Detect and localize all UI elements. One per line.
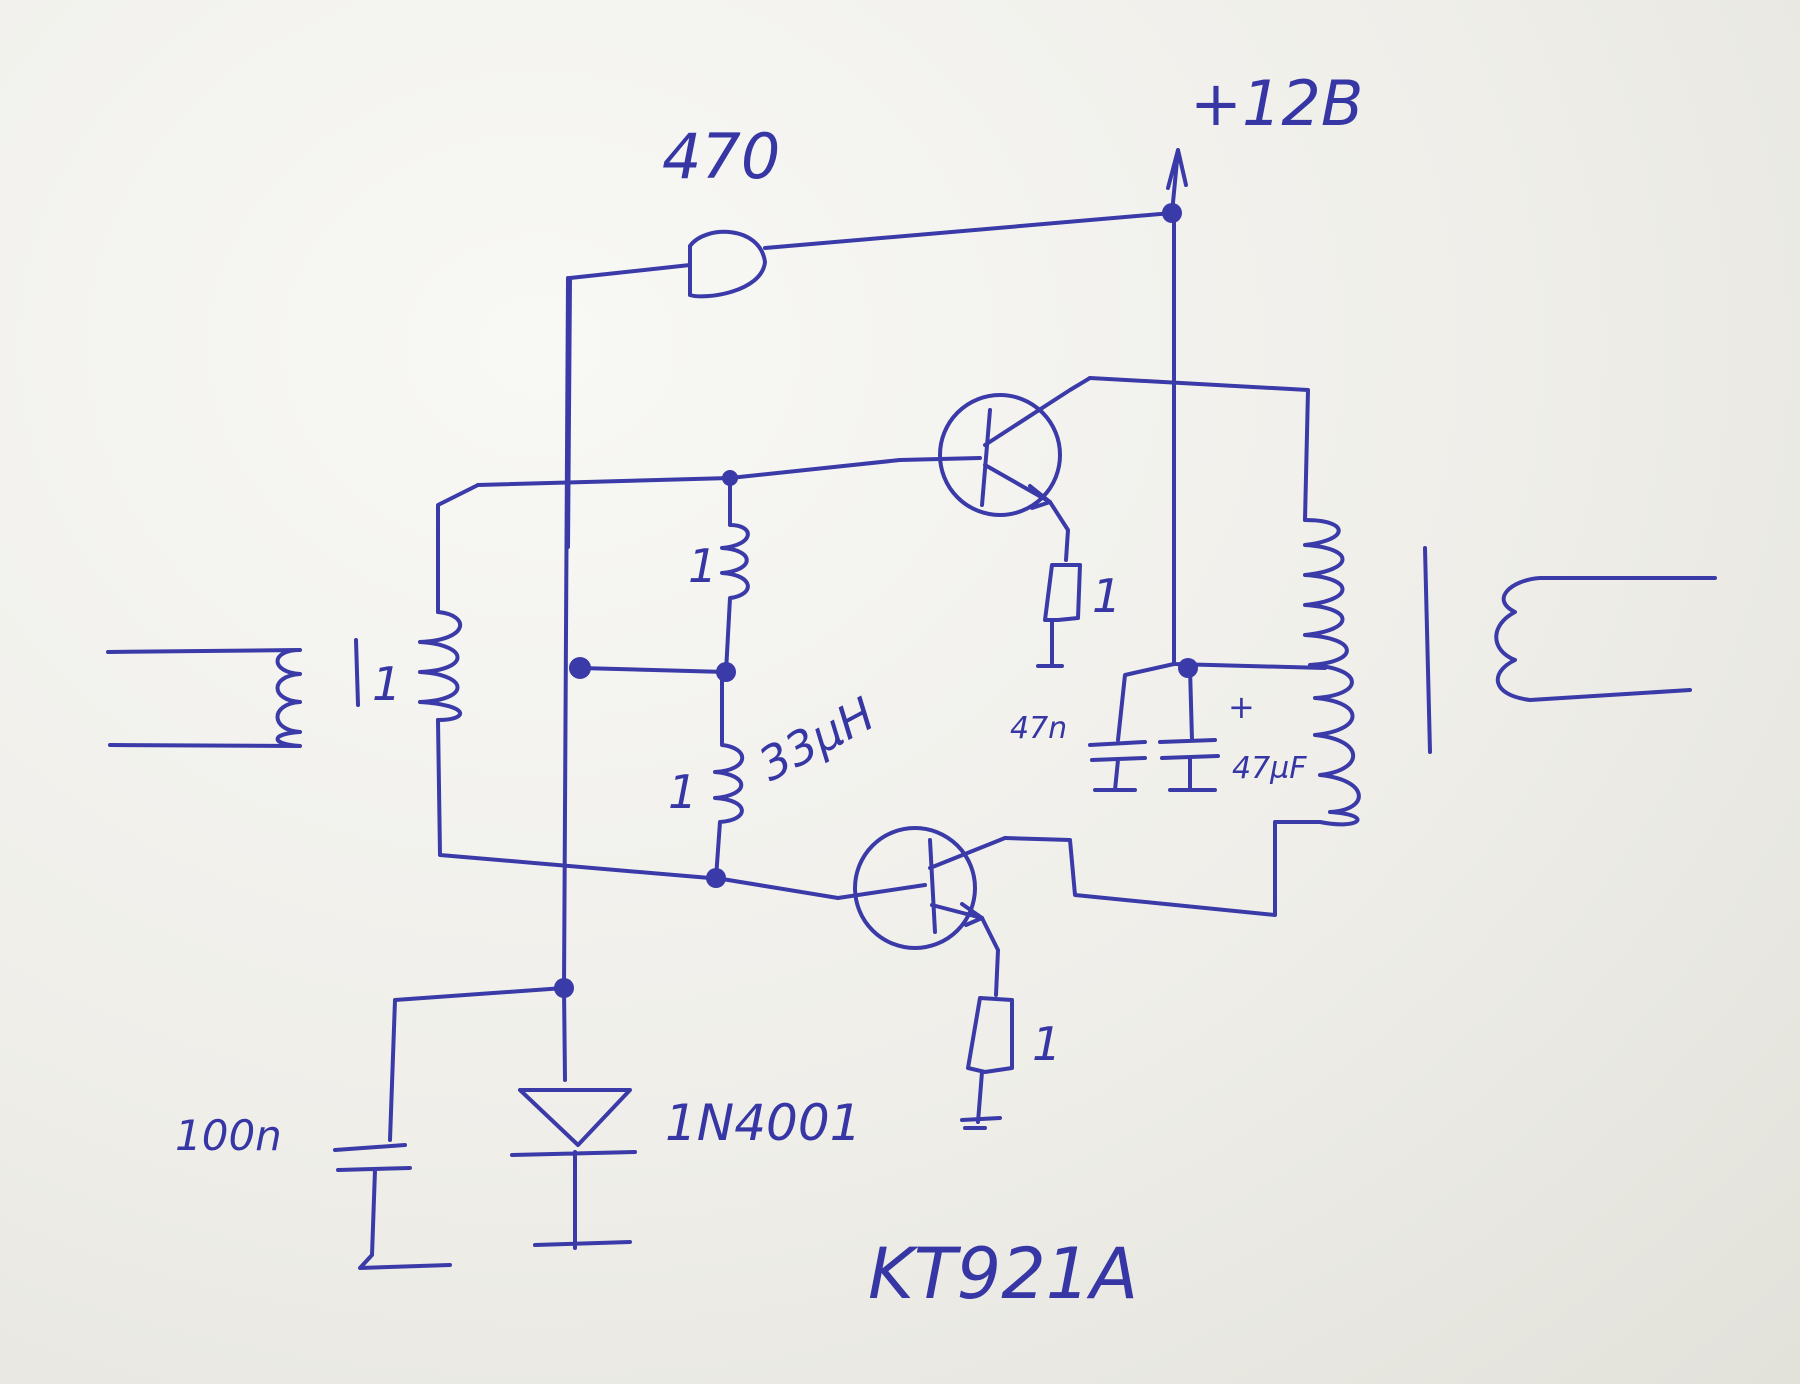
- label-47n: 47n: [1010, 711, 1067, 746]
- label-diode: 1N4001: [665, 1094, 861, 1152]
- label-transistor: KT921A: [868, 1233, 1138, 1315]
- wire-upper-emitter: [1048, 500, 1070, 562]
- junction-bottom: [554, 978, 574, 998]
- input-coil-primary: [106, 648, 302, 748]
- junction-rail: [1178, 658, 1198, 678]
- wire-lower-emitter-gnd: [960, 1070, 1002, 1130]
- label-r-emitter-top: 1: [1092, 569, 1121, 623]
- cap-100n: [333, 1143, 452, 1270]
- junction-coil-center: [716, 662, 736, 682]
- label-100n: 100n: [175, 1111, 282, 1160]
- input-coil-secondary: [418, 610, 463, 722]
- supply-arrow: [1166, 148, 1188, 215]
- cap-47n: [1088, 662, 1176, 792]
- tank-coil: [1003, 518, 1361, 917]
- wire-bias-rail: [562, 276, 570, 990]
- wire-supply-rail: [1172, 213, 1327, 670]
- resistor-lower-emitter: [966, 996, 1014, 1074]
- wire-upper-collector: [1088, 376, 1310, 522]
- label-l-upper: 1: [688, 539, 717, 593]
- inductor-lower: [713, 670, 745, 880]
- diode-1N4001: [510, 1088, 637, 1250]
- label-l-value: 33µH: [750, 687, 883, 792]
- transistor-upper: [938, 393, 1062, 517]
- wire-input-left: [436, 483, 712, 880]
- label-47u: 47µF: [1232, 751, 1307, 786]
- label-l-input: 1: [372, 657, 401, 711]
- output-core-line: [1423, 546, 1432, 754]
- output-coil: [1494, 576, 1717, 702]
- resistor-470: [688, 229, 767, 299]
- cap-47u: [1158, 666, 1220, 792]
- wire-upper-emitter-gnd: [1036, 618, 1064, 668]
- wire-lower-base: [714, 876, 840, 900]
- label-supply: +12B: [1190, 67, 1363, 140]
- wire-100n: [388, 986, 566, 1142]
- wire-center-tap: [578, 666, 728, 674]
- wire-470-left: [566, 263, 692, 549]
- resistor-upper-emitter: [1043, 563, 1082, 622]
- label-polarity: +: [1228, 688, 1255, 726]
- transistor-lower-internals: [836, 836, 1007, 934]
- label-r-emitter-bottom: 1: [1032, 1017, 1061, 1071]
- input-core-line: [354, 638, 360, 707]
- transistor-lower: [853, 826, 977, 950]
- inductor-upper: [720, 476, 750, 674]
- wire-lower-emitter: [980, 916, 1000, 997]
- junction-lower-base: [706, 868, 726, 888]
- junction-bias-center: [569, 657, 591, 679]
- wire-470-to-supply: [763, 211, 1174, 250]
- wire-upper-base: [476, 458, 902, 487]
- wire-diode-branch: [562, 986, 567, 1082]
- transistor-upper-internals: [898, 376, 1092, 510]
- junction-upper-base: [722, 470, 738, 486]
- junction-supply: [1162, 203, 1182, 223]
- label-470: 470: [662, 120, 780, 193]
- label-l-lower: 1: [668, 765, 697, 819]
